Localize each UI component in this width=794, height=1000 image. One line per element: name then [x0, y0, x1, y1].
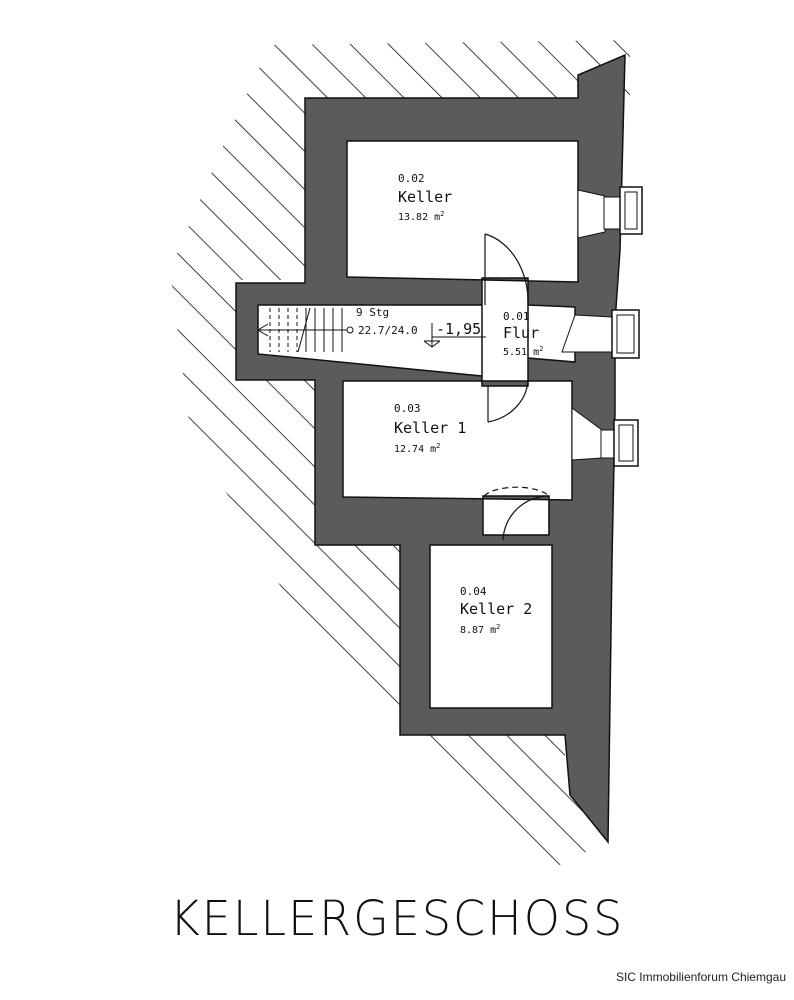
svg-text:8.87 m2: 8.87 m2	[460, 623, 500, 636]
svg-text:Flur: Flur	[503, 324, 539, 342]
room-label-keller: 0.02 Keller 13.82 m2	[398, 172, 452, 223]
svg-text:Keller: Keller	[398, 188, 452, 206]
window-upper	[577, 186, 643, 239]
svg-text:13.82 m2: 13.82 m2	[398, 210, 444, 223]
door-swing-keller-2	[483, 486, 550, 541]
svg-text:Keller 1: Keller 1	[394, 419, 466, 437]
svg-text:0.02: 0.02	[398, 172, 425, 185]
level-marker	[423, 323, 486, 348]
room-label-keller-1: 0.03 Keller 1 12.74 m2	[394, 402, 466, 455]
room-label-keller-2: 0.04 Keller 2 8.87 m2	[460, 585, 532, 636]
credit-text: SIC Immobilienforum Chiemgau	[615, 970, 786, 984]
stair-start-marker	[346, 326, 354, 334]
svg-text:0.01: 0.01	[503, 310, 530, 323]
svg-text:0.03: 0.03	[394, 402, 421, 415]
floor-title: KELLERGESCHOSS	[169, 889, 625, 947]
walls	[235, 53, 626, 845]
svg-text:12.74 m2: 12.74 m2	[394, 442, 440, 455]
staircase	[257, 307, 354, 353]
svg-text:5.51 m2: 5.51 m2	[503, 345, 543, 358]
stair-arrow	[257, 323, 269, 337]
window-middle	[561, 309, 640, 359]
earth-hatching	[170, 40, 630, 865]
window-lower	[571, 407, 639, 467]
stair-steps-label: 9 Stg	[356, 306, 389, 319]
room-label-flur: 0.01 Flur 5.51 m2	[503, 310, 543, 358]
door-swing-keller	[484, 233, 529, 306]
door-swing-keller-1	[487, 379, 529, 423]
svg-text:Keller 2: Keller 2	[460, 600, 532, 618]
stair-ratio-label: 22.7/24.0	[358, 324, 418, 337]
level-label: -1,95	[436, 320, 481, 338]
svg-text:0.04: 0.04	[460, 585, 487, 598]
